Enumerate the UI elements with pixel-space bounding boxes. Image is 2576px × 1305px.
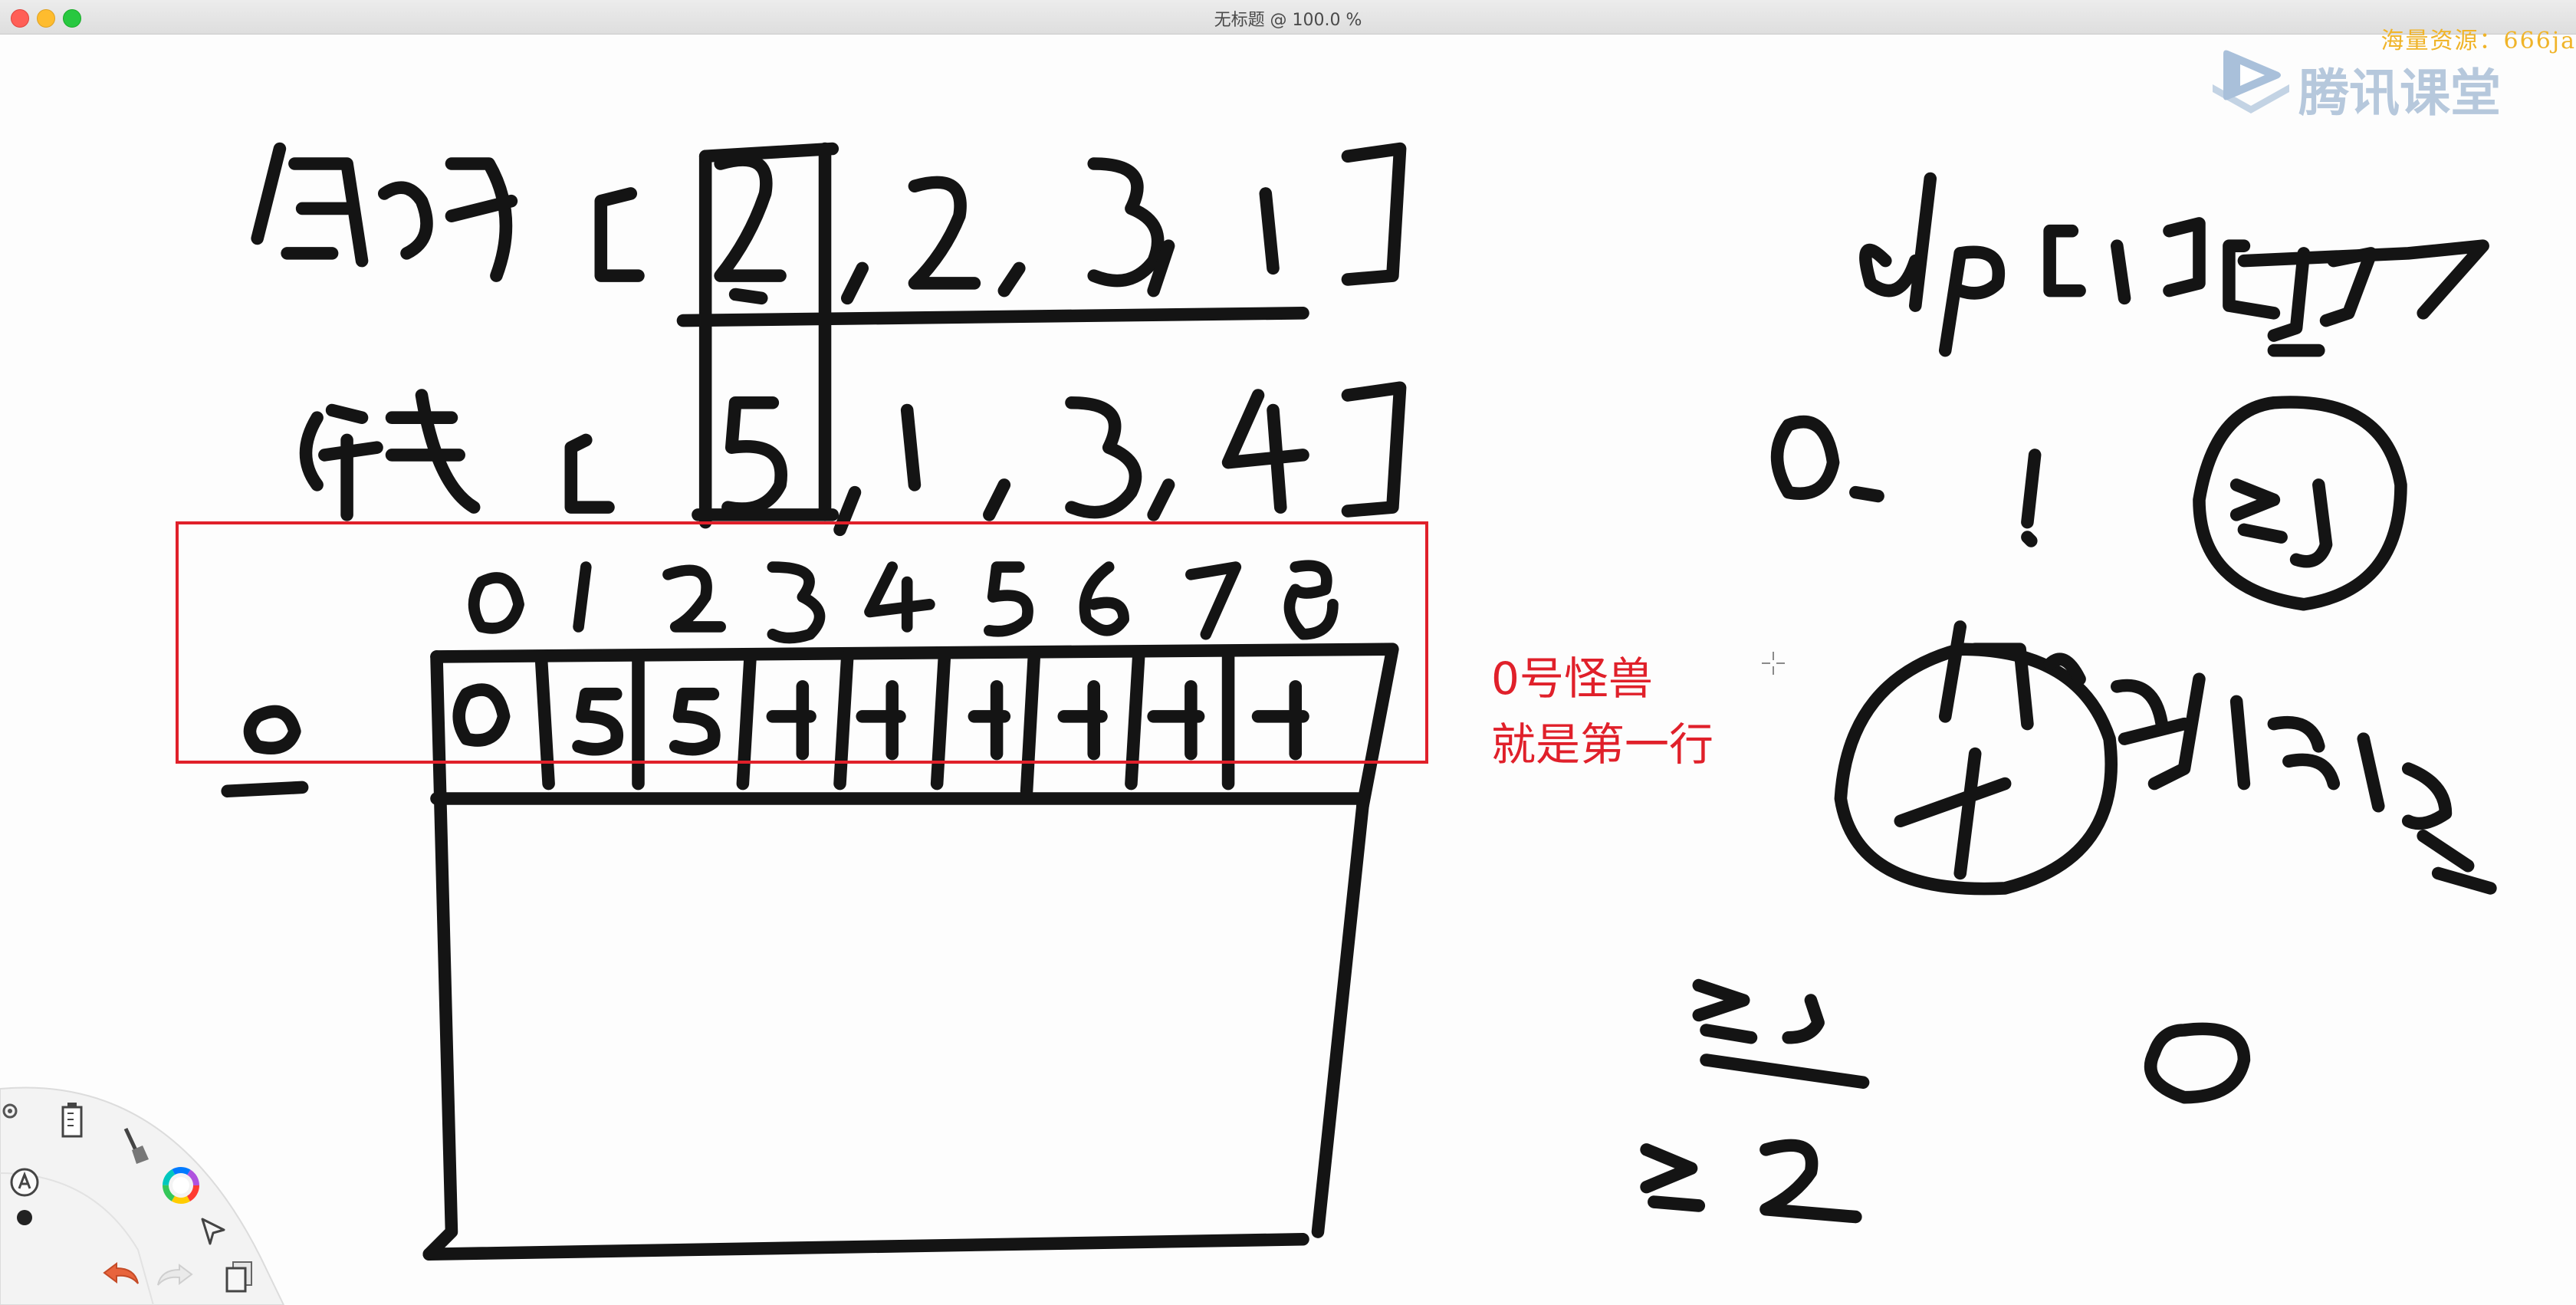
ruler-icon[interactable]	[57, 1100, 87, 1139]
title-bar: 无标题 @ 100.0 %	[0, 0, 2576, 35]
crosshair-cursor-icon	[1762, 652, 1785, 675]
tool-wheel-background	[0, 1086, 285, 1305]
ability-row-handwriting	[251, 142, 1407, 529]
select-arrow-icon[interactable]	[196, 1215, 230, 1248]
text-size-icon[interactable]	[8, 1165, 41, 1199]
annotation-line-2: 就是第一行	[1491, 718, 1714, 771]
color-wheel-icon[interactable]	[161, 1165, 201, 1205]
play-icon	[2213, 50, 2289, 113]
brush-icon[interactable]	[115, 1124, 153, 1167]
brand-logo: 腾讯课堂	[2208, 46, 2501, 123]
brand-name: 腾讯课堂	[2298, 64, 2501, 123]
brush-size-dot-icon[interactable]	[15, 1208, 34, 1227]
drawing-canvas[interactable]	[0, 34, 2576, 1305]
drawing-tool-wheel	[0, 1073, 291, 1305]
close-window-button[interactable]	[11, 9, 29, 28]
dp-table-handwriting	[221, 643, 1399, 1261]
window-title: 无标题 @ 100.0 %	[1214, 11, 1362, 30]
money-row-handwriting	[299, 381, 1407, 537]
minimize-window-button[interactable]	[37, 9, 55, 28]
undo-icon[interactable]	[100, 1259, 143, 1290]
watermark-text: 海量资源：666ja	[2380, 28, 2576, 54]
redo-icon[interactable]	[153, 1261, 196, 1291]
maximize-window-button[interactable]	[63, 9, 81, 28]
annotation-line-1: 0号怪兽	[1491, 652, 1653, 705]
settings-icon[interactable]	[0, 1101, 20, 1121]
highlight-box	[176, 521, 1428, 764]
column-index-handwriting	[468, 560, 1339, 644]
dp-notes-handwriting	[1640, 172, 2497, 1224]
layers-icon[interactable]	[222, 1257, 256, 1294]
handwriting-layer	[221, 142, 2497, 1261]
